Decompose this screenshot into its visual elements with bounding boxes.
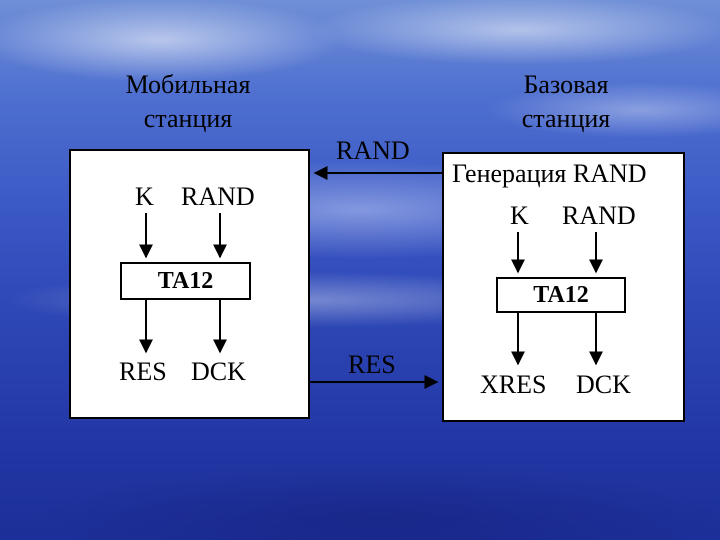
base-input-k: K	[510, 201, 529, 230]
base-output-dck: DCK	[576, 370, 631, 399]
base-title-line2: станция	[521, 104, 611, 133]
mobile-station-title: Мобильная станция	[98, 68, 278, 136]
mobile-title-line1: Мобильная	[125, 70, 251, 99]
mobile-input-k: K	[135, 182, 154, 211]
res-link-label: RES	[348, 350, 396, 379]
base-title-line1: Базовая	[523, 70, 609, 99]
mobile-input-rand: RAND	[181, 182, 255, 211]
base-station-title: Базовая станция	[476, 68, 656, 136]
mobile-output-res: RES	[119, 357, 167, 386]
base-output-xres: XRES	[480, 370, 547, 399]
mobile-ta12-block: TA12	[120, 262, 251, 300]
base-input-rand: RAND	[562, 201, 636, 230]
base-station-box: Генерация RAND K RAND TA12 XRES DCK	[442, 152, 685, 422]
mobile-title-line2: станция	[143, 104, 233, 133]
base-ta12-block: TA12	[496, 277, 626, 313]
mobile-output-dck: DCK	[191, 357, 246, 386]
base-generation-label: Генерация RAND	[452, 159, 647, 188]
mobile-station-box: K RAND TA12 RES DCK	[69, 149, 310, 419]
rand-link-label: RAND	[336, 136, 410, 165]
